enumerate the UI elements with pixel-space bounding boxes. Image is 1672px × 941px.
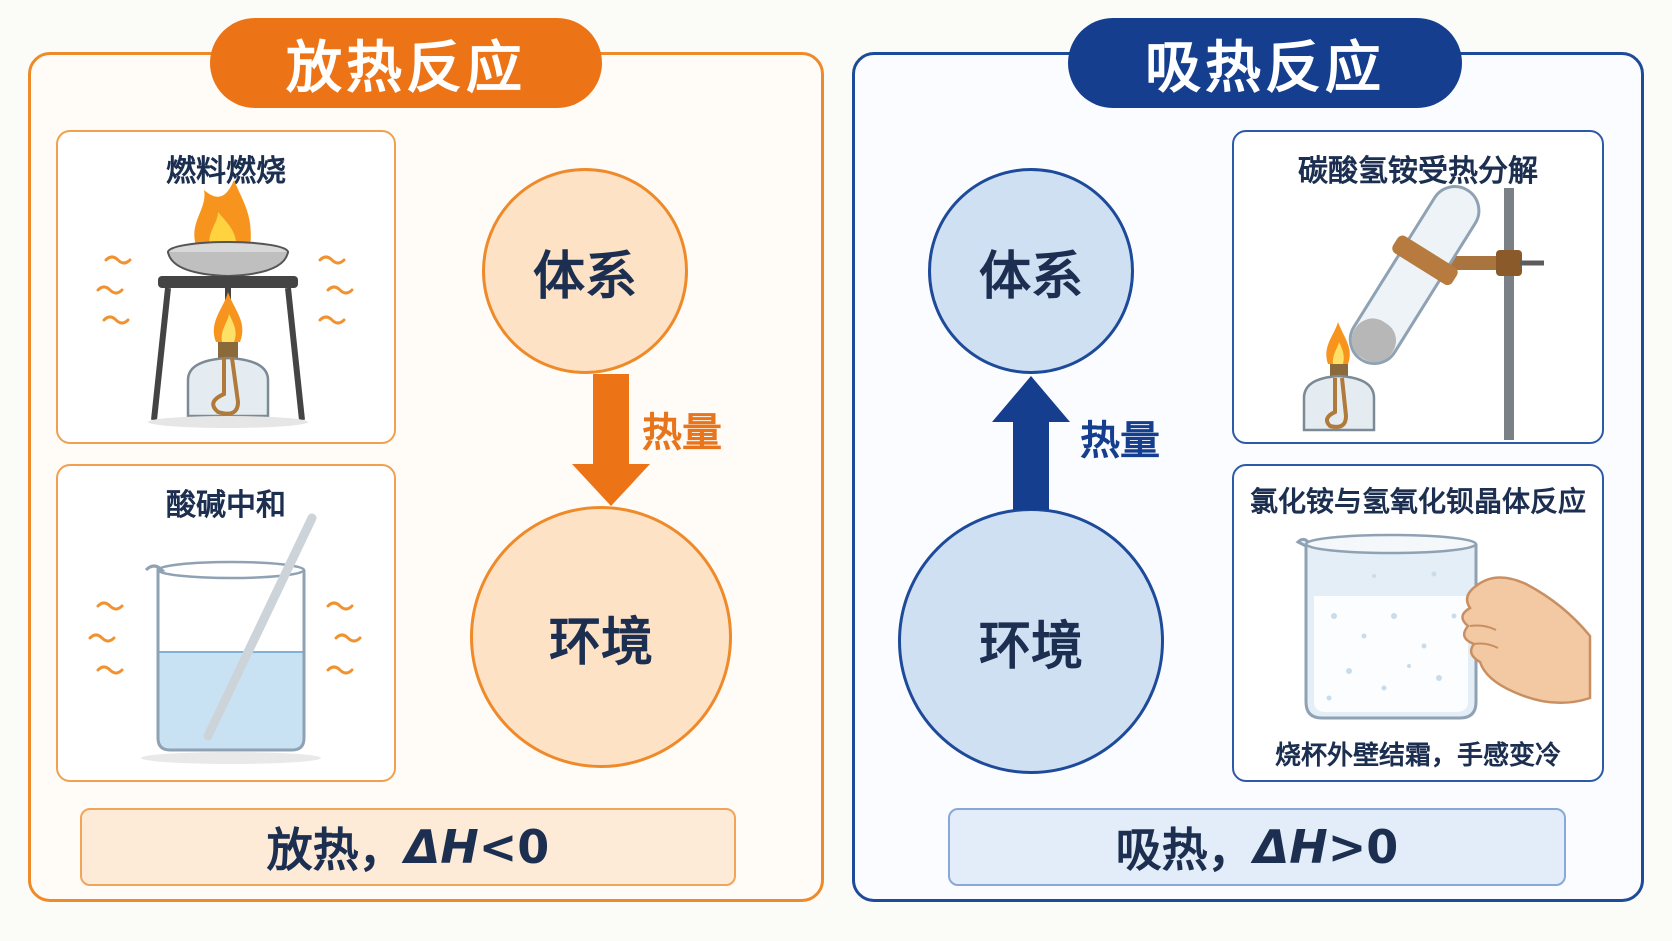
burner-tripod-icon [96, 180, 354, 428]
beaker-stirring-icon [88, 513, 362, 764]
barium-hydroxide-card: 氯化铵与氢氧化钡晶体反应 烧杯外壁结霜，手感变冷 [1232, 464, 1604, 782]
neutralization-card: 酸碱中和 [56, 464, 396, 782]
ammonium-bicarbonate-card: 碳酸氢铵受热分解 [1232, 130, 1604, 444]
endothermic-summary-suffix: >0 [1327, 820, 1399, 874]
arrow-up-icon [992, 376, 1070, 510]
heat-label-exothermic: 热量 [642, 410, 722, 456]
environment-circle-exothermic: 环境 [470, 506, 732, 768]
environment-circle-endothermic: 环境 [898, 508, 1164, 774]
endothermic-summary: 吸热， ΔH >0 [948, 808, 1566, 886]
ammonium-bicarbonate-label: 碳酸氢铵受热分解 [1298, 154, 1538, 189]
exothermic-summary-prefix: 放热， [266, 823, 405, 877]
exothermic-summary-symbol: ΔH [404, 820, 479, 874]
neutralization-label: 酸碱中和 [166, 488, 286, 523]
exothermic-summary: 放热， ΔH <0 [80, 808, 736, 886]
barium-hydroxide-label: 氯化铵与氢氧化钡晶体反应 [1249, 485, 1586, 518]
arrow-down-icon [572, 374, 650, 506]
fuel-combustion-label: 燃料燃烧 [166, 154, 286, 189]
frosted-beaker-hand-icon [1295, 533, 1592, 720]
exothermic-title: 放热反应 [210, 18, 602, 108]
endothermic-title: 吸热反应 [1068, 18, 1462, 108]
system-circle-endothermic: 体系 [928, 168, 1134, 374]
exothermic-summary-suffix: <0 [478, 820, 550, 874]
fuel-combustion-card: 燃料燃烧 [56, 130, 396, 444]
heat-label-endothermic: 热量 [1080, 418, 1160, 464]
system-circle-exothermic: 体系 [482, 168, 688, 374]
frost-caption: 烧杯外壁结霜，手感变冷 [1274, 741, 1561, 771]
test-tube-heating-icon [1302, 185, 1544, 440]
endothermic-summary-prefix: 吸热， [1115, 823, 1254, 877]
endothermic-summary-symbol: ΔH [1253, 820, 1328, 874]
